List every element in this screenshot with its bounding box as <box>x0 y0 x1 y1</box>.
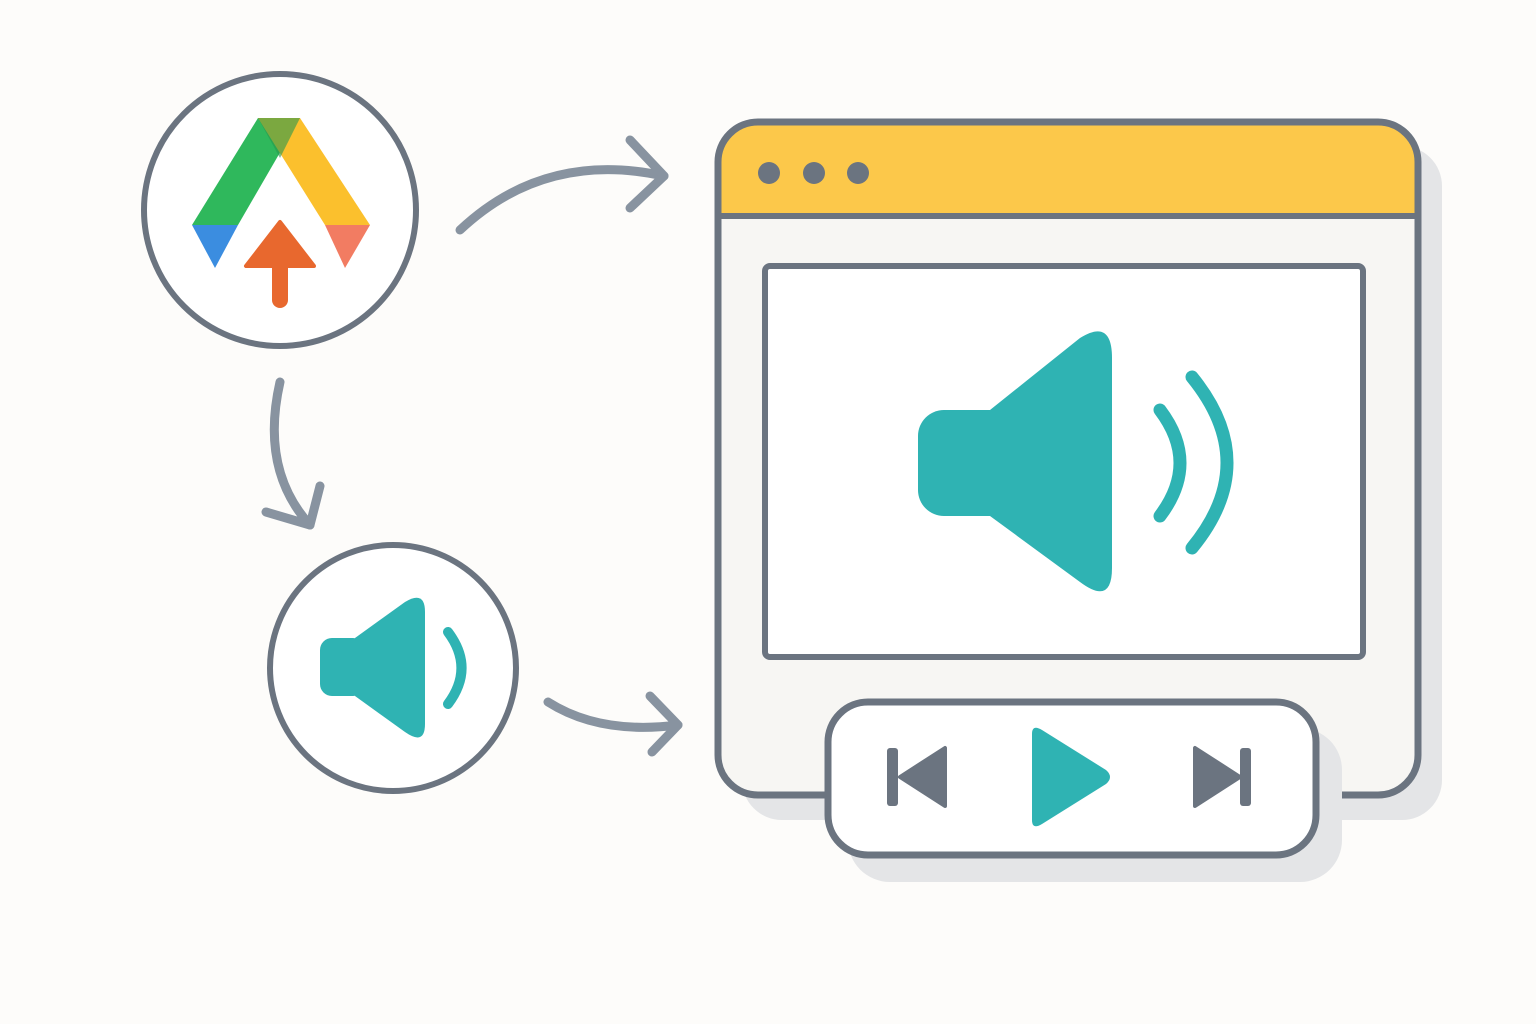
window-titlebar <box>718 122 1418 214</box>
media-player-window <box>714 118 1442 820</box>
large-speaker-icon <box>918 331 1234 592</box>
window-dot-icon[interactable] <box>758 162 780 184</box>
window-dot-icon[interactable] <box>847 162 869 184</box>
play-icon[interactable] <box>1032 727 1110 827</box>
audio-node <box>267 542 519 794</box>
skip-previous-icon[interactable] <box>887 746 947 808</box>
arrow-drive-to-player <box>455 135 669 235</box>
arrow-audio-to-player <box>543 691 683 757</box>
drive-blue-segment <box>192 225 238 268</box>
speaker-icon <box>320 597 467 738</box>
skip-next-icon[interactable] <box>1193 746 1251 808</box>
drive-upload-icon <box>192 118 370 308</box>
drive-red-segment <box>325 225 370 268</box>
arrow-drive-to-audio <box>261 377 325 530</box>
playback-controls <box>824 698 1342 882</box>
drive-upload-node <box>141 71 419 349</box>
window-dot-icon[interactable] <box>803 162 825 184</box>
drive-dark-fold <box>258 118 300 158</box>
